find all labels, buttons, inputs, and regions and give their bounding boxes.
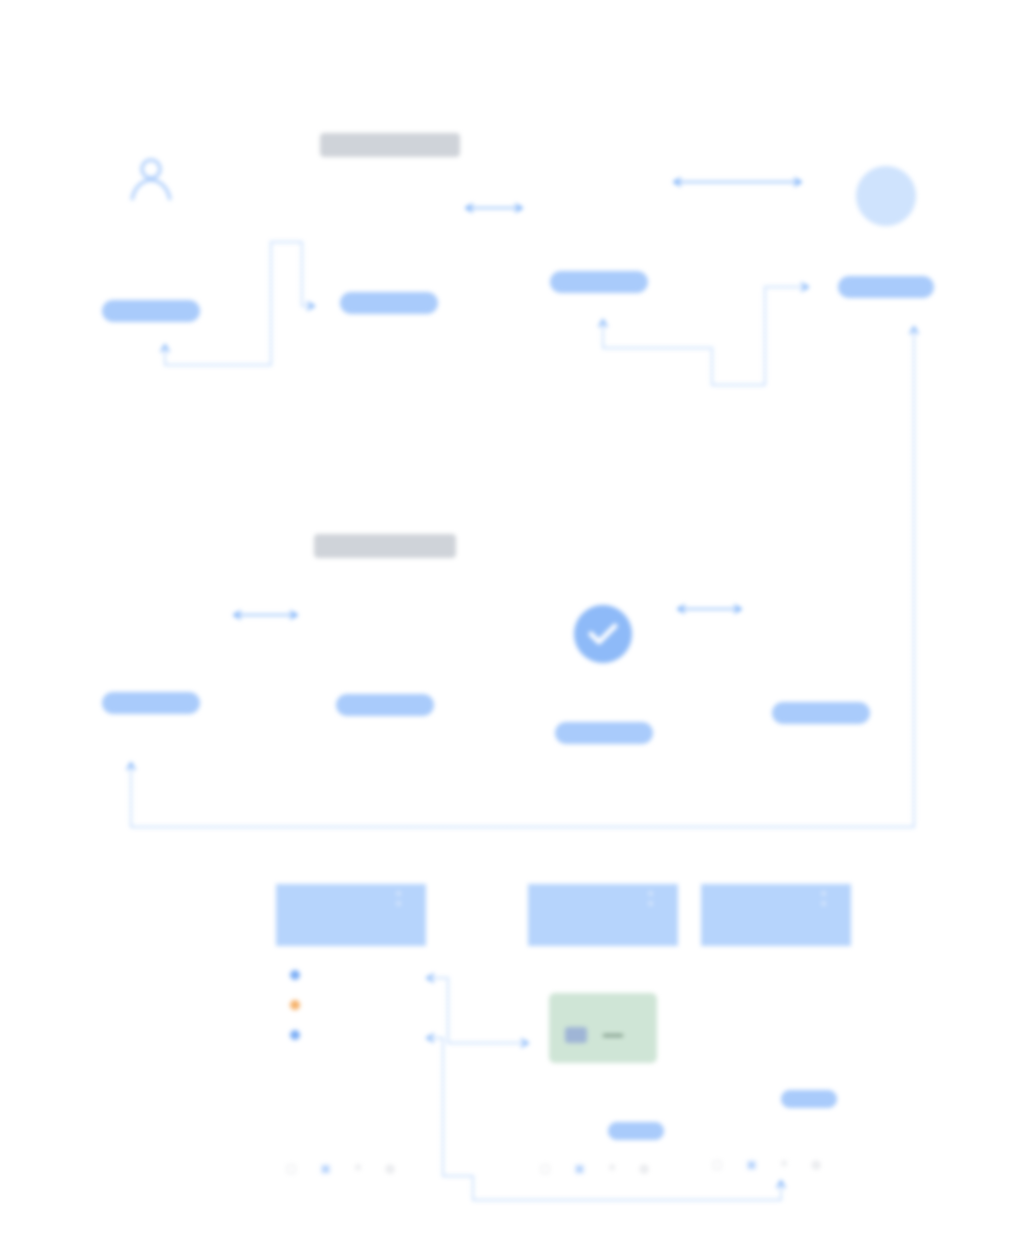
- verify-button[interactable]: [340, 292, 438, 314]
- flow-connector: [160, 241, 316, 366]
- avatar: [856, 166, 916, 226]
- profile-icon[interactable]: ◍: [811, 1159, 821, 1171]
- phone-header: [276, 884, 426, 946]
- confirm-pay-button[interactable]: [781, 1090, 837, 1108]
- tab-bar: ▢ ▣ ≡ ◍: [286, 1162, 395, 1175]
- payment-item[interactable]: [290, 1030, 310, 1040]
- user-icon: [130, 158, 172, 201]
- flow-connector: [425, 1033, 786, 1201]
- flow-connector: [425, 973, 530, 1048]
- profile-icon[interactable]: ◍: [385, 1163, 395, 1175]
- flow-connector: [598, 282, 810, 386]
- payment-item[interactable]: [290, 970, 310, 980]
- status-bar-icon: ● ●: [821, 888, 827, 908]
- list-icon[interactable]: ≡: [354, 1162, 362, 1174]
- status-bar-icon: ● ●: [396, 888, 402, 908]
- input-bar[interactable]: [320, 133, 460, 157]
- phone-header: [701, 884, 851, 946]
- status-bar-icon: ● ●: [648, 888, 654, 908]
- method-icon: [290, 1000, 300, 1010]
- confirm-button[interactable]: [838, 276, 934, 298]
- home-icon[interactable]: ▢: [286, 1163, 297, 1175]
- wallet-icon[interactable]: ▣: [320, 1163, 331, 1175]
- flow-connector: [126, 325, 919, 828]
- method-icon: [290, 970, 300, 980]
- method-icon: [290, 1030, 300, 1040]
- payment-item[interactable]: [290, 1000, 310, 1010]
- phone-header: [528, 884, 678, 946]
